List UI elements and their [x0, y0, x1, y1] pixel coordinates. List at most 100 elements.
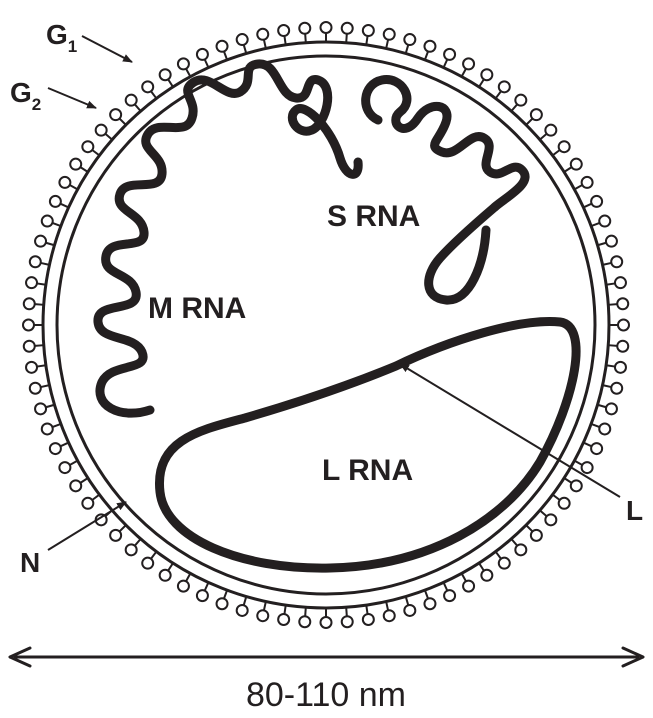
spike-head: [591, 443, 602, 454]
n-nucleoprotein-label: N: [20, 547, 40, 578]
spike-head: [363, 25, 374, 36]
spike-head: [481, 69, 492, 80]
spike-head: [70, 159, 81, 170]
spike-head: [444, 590, 455, 601]
spike-head: [404, 34, 415, 45]
size-scale-arrow: [10, 648, 643, 666]
spike-head: [30, 383, 41, 394]
spike-head: [278, 25, 289, 36]
s-rna-segment: [366, 80, 525, 301]
spike-head: [299, 616, 310, 627]
spike-head: [160, 570, 171, 581]
spike-head: [515, 95, 526, 106]
g2-label: G2: [10, 77, 41, 114]
spike-head: [142, 81, 153, 92]
spike-head: [126, 95, 137, 106]
spike-head: [463, 581, 474, 592]
spike-head: [424, 41, 435, 52]
spike-head: [197, 590, 208, 601]
spike-head: [515, 544, 526, 555]
spike-head: [257, 29, 268, 40]
spike-head: [599, 423, 610, 434]
spike-head: [582, 462, 593, 473]
g1-label: G1: [46, 19, 77, 56]
spike-head: [342, 23, 353, 34]
spike-head: [384, 29, 395, 40]
spike-head: [96, 125, 107, 136]
spike-head: [160, 69, 171, 80]
spike-head: [70, 480, 81, 491]
size-caption: 80-110 nm: [246, 676, 406, 714]
spike-head: [50, 443, 61, 454]
spike-head: [59, 177, 70, 188]
l-rna-label: L RNA: [322, 454, 413, 487]
spike-head: [50, 196, 61, 207]
spike-head: [110, 530, 121, 541]
l-rna-segment: [159, 322, 576, 569]
spike-head: [23, 320, 34, 331]
spike-head: [321, 617, 332, 628]
spike-head: [278, 614, 289, 625]
spike-head: [545, 514, 556, 525]
spike-head: [559, 498, 570, 509]
spike-head: [178, 58, 189, 69]
spike-head: [618, 320, 629, 331]
spike-head: [30, 256, 41, 267]
spike-head: [617, 341, 628, 352]
spike-head: [615, 362, 626, 373]
spike-head: [363, 614, 374, 625]
spike-head: [342, 616, 353, 627]
spike-head: [26, 362, 37, 373]
spike-head: [197, 49, 208, 60]
spike-head: [531, 109, 542, 120]
m-rna-label: M RNA: [148, 292, 246, 325]
spike-head: [257, 610, 268, 621]
spike-head: [611, 383, 622, 394]
spike-head: [615, 277, 626, 288]
s-rna-label: S RNA: [327, 200, 420, 233]
spike-head: [321, 22, 332, 33]
spike-head: [299, 23, 310, 34]
g1-pointer-arrow: [82, 36, 132, 62]
spike-head: [24, 298, 35, 309]
spike-head: [82, 141, 93, 152]
spike-head: [217, 598, 228, 609]
spike-head: [142, 558, 153, 569]
spike-head: [82, 498, 93, 509]
spike-head: [606, 403, 617, 414]
spike-head: [606, 236, 617, 247]
spike-head: [531, 530, 542, 541]
spike-head: [499, 81, 510, 92]
g2-pointer-arrow: [48, 88, 96, 108]
spike-head: [599, 216, 610, 227]
spike-head: [611, 256, 622, 267]
spike-head: [110, 109, 121, 120]
spike-head: [42, 216, 53, 227]
spike-head: [571, 159, 582, 170]
spike-head: [237, 34, 248, 45]
spike-head: [591, 196, 602, 207]
spike-head: [24, 341, 35, 352]
spike-head: [35, 236, 46, 247]
spike-head: [571, 480, 582, 491]
spike-head: [35, 403, 46, 414]
spike-head: [59, 462, 70, 473]
spike-head: [582, 177, 593, 188]
spike-head: [559, 141, 570, 152]
spike-head: [424, 598, 435, 609]
spike-head: [463, 58, 474, 69]
spike-head: [42, 423, 53, 434]
spike-head: [499, 558, 510, 569]
spike-head: [384, 610, 395, 621]
spike-head: [178, 581, 189, 592]
spike-head: [444, 49, 455, 60]
l-polymerase-label: L: [626, 495, 643, 526]
spike-head: [217, 41, 228, 52]
spike-head: [126, 544, 137, 555]
spike-head: [617, 298, 628, 309]
spike-head: [26, 277, 37, 288]
spike-head: [404, 605, 415, 616]
spike-head: [237, 605, 248, 616]
spike-head: [545, 125, 556, 136]
